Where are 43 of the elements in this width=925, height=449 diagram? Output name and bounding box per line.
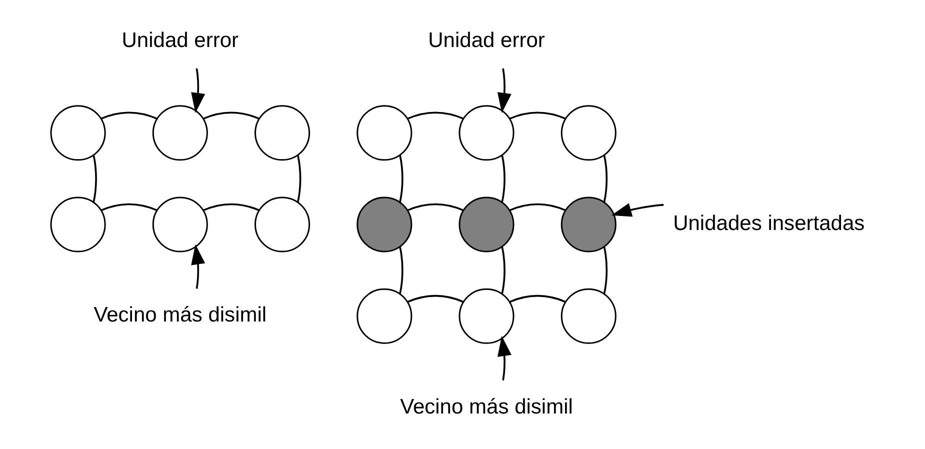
- node-circle: [560, 196, 616, 252]
- node-text: Unidad error: [428, 28, 545, 52]
- connector: [296, 155, 302, 202]
- node-circle: [458, 288, 514, 344]
- connector: [202, 203, 260, 212]
- connector: [501, 246, 506, 294]
- node-circle: [356, 196, 412, 252]
- connector: [202, 112, 260, 120]
- connector: [407, 203, 464, 212]
- node-circle: [152, 105, 208, 161]
- node-circle: [356, 288, 412, 344]
- node-circle: [254, 105, 310, 161]
- connector: [509, 112, 566, 120]
- arrow: [191, 68, 206, 113]
- node-circle: [458, 196, 514, 252]
- node-circle: [458, 105, 514, 161]
- connector: [399, 246, 404, 294]
- node-text: Unidad error: [122, 28, 239, 52]
- node-text: Vecino más disimil: [94, 304, 267, 327]
- connector: [603, 246, 608, 294]
- connector: [92, 155, 97, 202]
- node-circle: [254, 196, 310, 252]
- node-circle: [560, 288, 616, 344]
- node-circle: [356, 105, 412, 161]
- connector: [509, 203, 566, 212]
- arrow: [191, 244, 206, 289]
- node-circle: [50, 196, 106, 252]
- node-circle: [152, 196, 208, 252]
- connector: [100, 203, 158, 212]
- connector: [399, 155, 404, 202]
- connector: [407, 112, 464, 120]
- node-text: Vecino más disimil: [400, 395, 573, 418]
- connector: [603, 155, 608, 202]
- node-circle: [50, 105, 106, 161]
- node-text: Unidades insertadas: [673, 212, 865, 236]
- arrow: [611, 203, 664, 217]
- arrow: [497, 336, 512, 380]
- connector: [407, 294, 464, 303]
- connector: [509, 294, 566, 303]
- arrow: [497, 68, 512, 113]
- connector: [501, 155, 506, 202]
- connector: [100, 112, 158, 120]
- node-circle: [560, 105, 616, 161]
